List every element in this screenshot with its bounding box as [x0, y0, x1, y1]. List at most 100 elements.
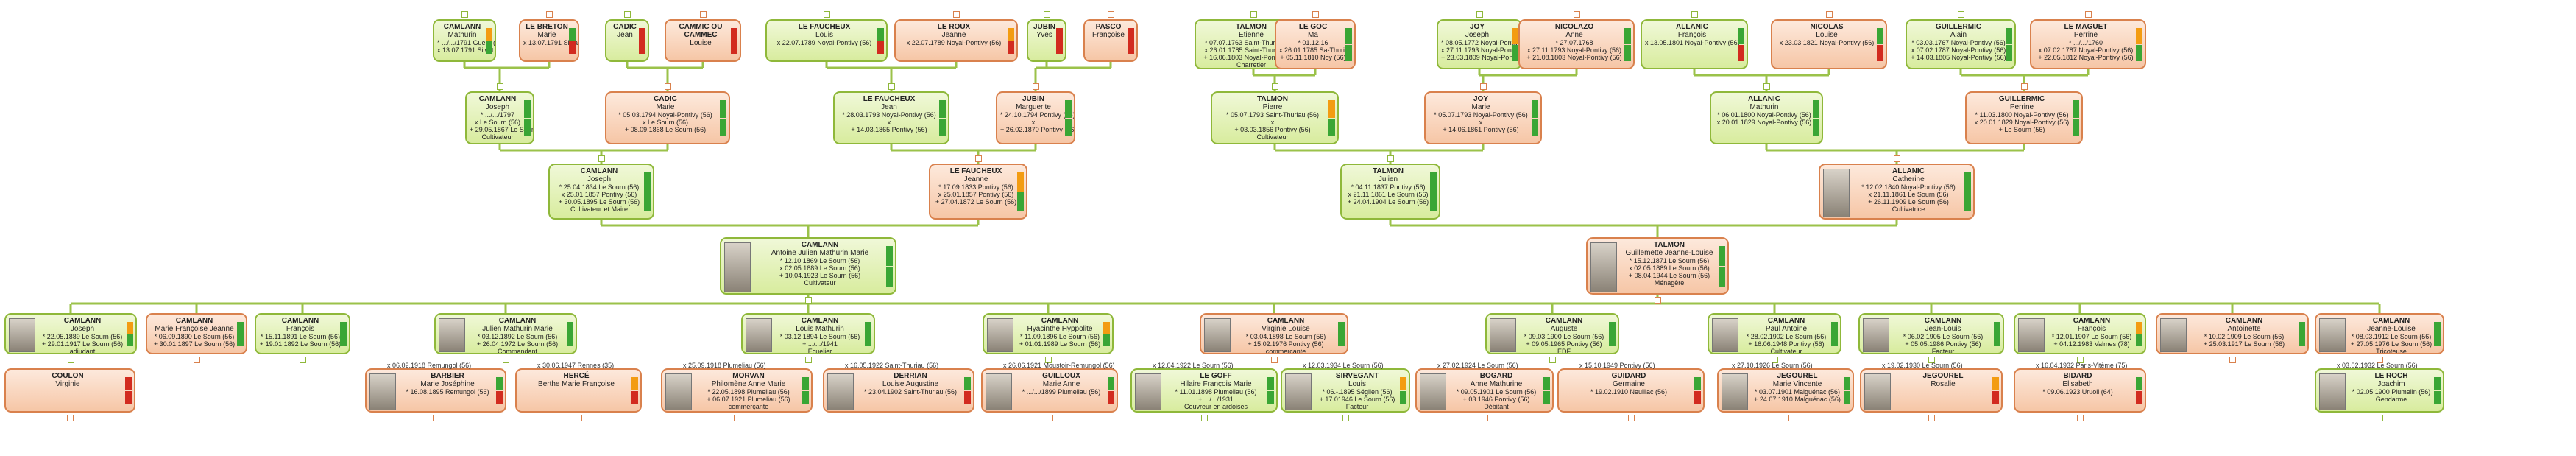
- expand-marker-icon[interactable]: [194, 357, 200, 363]
- expand-marker-icon[interactable]: [1272, 83, 1278, 90]
- expand-marker-icon[interactable]: [1108, 11, 1114, 18]
- expand-marker-icon[interactable]: [1342, 415, 1349, 421]
- expand-marker-icon[interactable]: [2377, 357, 2383, 363]
- expand-marker-icon[interactable]: [665, 83, 671, 90]
- expand-marker-icon[interactable]: [461, 11, 468, 18]
- expand-marker-icon[interactable]: [805, 357, 812, 363]
- expand-marker-icon[interactable]: [1047, 415, 1053, 421]
- expand-marker-icon[interactable]: [700, 11, 707, 18]
- expand-marker-icon[interactable]: [1772, 357, 1778, 363]
- expand-marker-icon[interactable]: [433, 415, 439, 421]
- expand-marker-icon[interactable]: [67, 415, 74, 421]
- expand-marker-icon[interactable]: [953, 11, 960, 18]
- expand-marker-icon[interactable]: [1045, 357, 1052, 363]
- expand-marker-icon[interactable]: [1655, 297, 1661, 304]
- expand-marker-icon[interactable]: [546, 11, 553, 18]
- expand-marker-icon[interactable]: [503, 357, 509, 363]
- expand-marker-icon[interactable]: [1482, 415, 1488, 421]
- expand-marker-icon[interactable]: [1928, 415, 1935, 421]
- expand-marker-icon[interactable]: [2085, 11, 2092, 18]
- expand-marker-icon[interactable]: [824, 11, 830, 18]
- expand-marker-icon[interactable]: [2229, 357, 2236, 363]
- expand-marker-icon[interactable]: [2021, 83, 2028, 90]
- expand-marker-icon[interactable]: [975, 155, 982, 162]
- expand-marker-icon[interactable]: [1826, 11, 1833, 18]
- expand-marker-icon[interactable]: [888, 83, 895, 90]
- expand-marker-icon[interactable]: [2077, 415, 2084, 421]
- expand-marker-icon[interactable]: [1033, 83, 1039, 90]
- expand-marker-icon[interactable]: [1271, 357, 1278, 363]
- expand-marker-icon[interactable]: [1250, 11, 1257, 18]
- expand-marker-icon[interactable]: [1201, 415, 1208, 421]
- expand-marker-icon[interactable]: [624, 11, 631, 18]
- expand-marker-icon[interactable]: [1783, 415, 1789, 421]
- expand-marker-icon[interactable]: [1928, 357, 1935, 363]
- expand-marker-icon[interactable]: [1387, 155, 1394, 162]
- expand-marker-icon[interactable]: [1691, 11, 1698, 18]
- expand-marker-icon[interactable]: [1958, 11, 1964, 18]
- expand-marker-icon[interactable]: [1574, 11, 1580, 18]
- expand-marker-icon[interactable]: [1476, 11, 1483, 18]
- expand-marker-icon[interactable]: [805, 297, 812, 304]
- expand-marker-icon[interactable]: [497, 83, 503, 90]
- expand-marker-icon[interactable]: [598, 155, 605, 162]
- expand-marker-icon[interactable]: [68, 357, 74, 363]
- expand-marker-icon[interactable]: [1549, 357, 1556, 363]
- expand-marker-icon[interactable]: [2377, 415, 2383, 421]
- expand-marker-icon[interactable]: [734, 415, 740, 421]
- expand-marker-icon[interactable]: [1763, 83, 1770, 90]
- expand-marker-icon[interactable]: [1044, 11, 1050, 18]
